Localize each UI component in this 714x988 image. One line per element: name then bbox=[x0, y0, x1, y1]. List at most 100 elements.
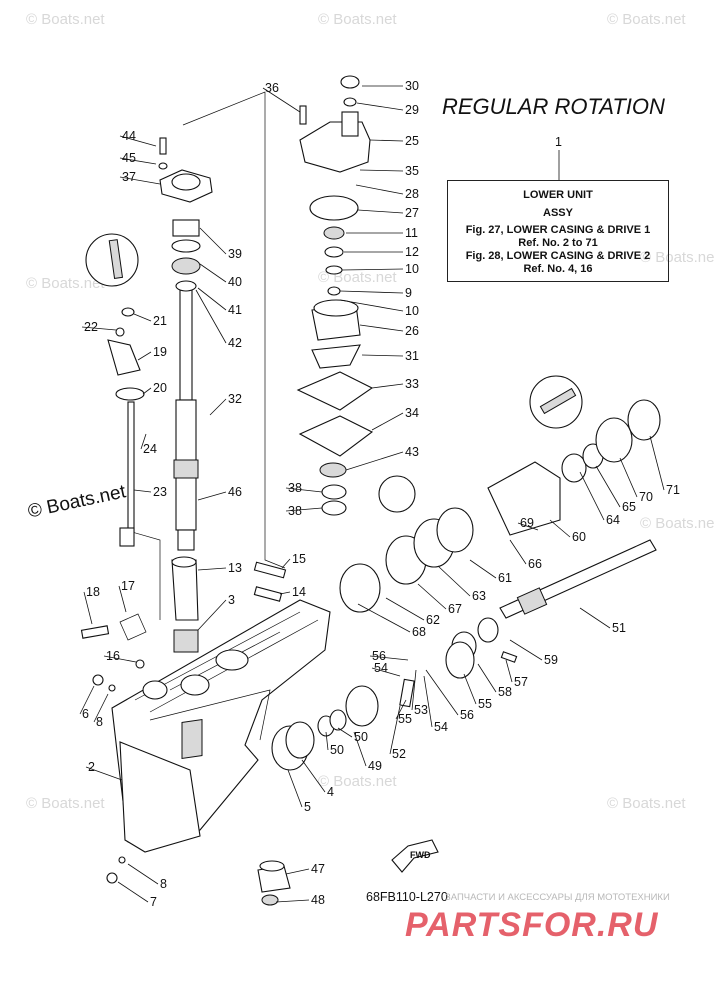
callout-61: 61 bbox=[498, 571, 512, 585]
leader-line-25 bbox=[369, 139, 404, 142]
callout-66: 66 bbox=[528, 557, 542, 571]
fwd-arrow: FWD bbox=[391, 839, 439, 873]
callout-3: 3 bbox=[228, 593, 235, 607]
leader-line-56 bbox=[369, 655, 409, 661]
callout-33: 33 bbox=[405, 377, 419, 391]
callout-55: 55 bbox=[478, 697, 492, 711]
drive-shaft bbox=[173, 289, 199, 551]
callout-11: 11 bbox=[405, 226, 418, 240]
callout-44: 44 bbox=[122, 129, 136, 143]
leader-line-42 bbox=[195, 289, 227, 344]
callout-19: 19 bbox=[153, 345, 167, 359]
pinion-gears bbox=[271, 641, 518, 771]
leader-line-64 bbox=[579, 471, 605, 521]
leader-lines bbox=[79, 85, 665, 903]
leader-line-59 bbox=[509, 639, 543, 661]
leader-line-32 bbox=[209, 398, 227, 416]
leader-line-19 bbox=[137, 351, 152, 361]
callout-24: 24 bbox=[143, 442, 157, 456]
leader-line-41 bbox=[197, 287, 227, 311]
leader-line-49 bbox=[353, 731, 367, 767]
callout-2: 2 bbox=[88, 760, 95, 774]
info-line-6: Ref. No. 4, 16 bbox=[523, 263, 593, 275]
leader-line-6 bbox=[79, 685, 95, 715]
callout-49: 49 bbox=[368, 759, 382, 773]
callout-27: 27 bbox=[405, 206, 419, 220]
leader-line-50 bbox=[325, 731, 329, 751]
leader-line-28 bbox=[355, 184, 404, 195]
keys bbox=[253, 561, 287, 602]
watermark-text: © Boats.net bbox=[640, 515, 714, 532]
shop-logo: PARTSFOR.RU bbox=[405, 906, 659, 944]
callout-22: 22 bbox=[84, 320, 98, 334]
leader-line-5 bbox=[287, 769, 303, 808]
callout-7: 7 bbox=[150, 895, 157, 909]
leader-line-13 bbox=[197, 567, 227, 571]
callout-39: 39 bbox=[228, 247, 242, 261]
detail-insets bbox=[85, 233, 583, 513]
leader-line-37 bbox=[119, 176, 161, 185]
callout-62: 62 bbox=[426, 613, 440, 627]
watermark-text: © Boats.net bbox=[607, 795, 686, 812]
watermark-text: © Boats.net bbox=[26, 11, 105, 28]
callout-45: 45 bbox=[122, 151, 136, 165]
info-line-4: Ref. No. 2 to 71 bbox=[518, 237, 598, 249]
callout-5: 5 bbox=[304, 800, 311, 814]
callout-67: 67 bbox=[448, 602, 462, 616]
callout-60: 60 bbox=[572, 530, 586, 544]
callout-12: 12 bbox=[405, 245, 419, 259]
leader-line-17 bbox=[118, 585, 127, 613]
callout-34: 34 bbox=[405, 406, 419, 420]
callout-28: 28 bbox=[405, 187, 419, 201]
leader-line-56 bbox=[425, 669, 459, 716]
callout-numbers: 3029253528271112109102631333443383836444… bbox=[82, 79, 680, 909]
leader-line-68 bbox=[357, 603, 411, 633]
callout-32: 32 bbox=[228, 392, 242, 406]
callout-64: 64 bbox=[606, 513, 620, 527]
leader-line-9 bbox=[339, 290, 404, 294]
leader-line-43 bbox=[345, 451, 404, 471]
group-bracket-line bbox=[124, 529, 161, 620]
leader-line-34 bbox=[371, 412, 404, 431]
leader-line-7 bbox=[117, 881, 149, 903]
callout-47: 47 bbox=[311, 862, 325, 876]
leader-line-33 bbox=[371, 383, 404, 389]
callout-14: 14 bbox=[292, 585, 306, 599]
callout-41: 41 bbox=[228, 303, 242, 317]
fasteners-left bbox=[80, 105, 307, 884]
propeller-shaft-assembly bbox=[339, 399, 661, 661]
leader-line-45 bbox=[119, 157, 157, 165]
leader-line-60 bbox=[549, 519, 571, 538]
shop-tagline: ЗАПЧАСТИ И АКСЕССУАРЫ ДЛЯ МОТОТЕХНИКИ bbox=[445, 892, 670, 903]
leader-line-65 bbox=[595, 465, 621, 508]
leader-line-53 bbox=[411, 669, 417, 711]
callout-51: 51 bbox=[612, 621, 626, 635]
leader-line-10 bbox=[339, 299, 404, 312]
leader-line-63 bbox=[437, 565, 471, 597]
shift-rod bbox=[107, 307, 145, 547]
watermark-text: © Boats.net bbox=[318, 773, 397, 790]
leader-line-50 bbox=[337, 727, 353, 738]
watermark-text: © Boats.net bbox=[26, 795, 105, 812]
leader-line-69 bbox=[517, 522, 539, 531]
callout-9: 9 bbox=[405, 286, 412, 300]
leader-line-2 bbox=[85, 766, 123, 781]
leader-line-39 bbox=[199, 227, 227, 255]
leader-line-20 bbox=[142, 387, 152, 395]
leader-line-70 bbox=[619, 457, 638, 498]
info-box: LOWER UNIT ASSY Fig. 27, LOWER CASING & … bbox=[447, 180, 669, 282]
callout-40: 40 bbox=[228, 275, 242, 289]
leader-line-31 bbox=[361, 354, 404, 357]
bottom-pinion bbox=[257, 860, 291, 906]
leader-line-27 bbox=[357, 209, 404, 214]
callout-35: 35 bbox=[405, 164, 419, 178]
callout-58: 58 bbox=[498, 685, 512, 699]
leader-line-44 bbox=[119, 135, 157, 147]
callout-54: 54 bbox=[434, 720, 448, 734]
leader-line-22 bbox=[81, 326, 117, 331]
info-line-3: Fig. 27, LOWER CASING & DRIVE 1 bbox=[465, 224, 651, 236]
leader-line-15 bbox=[281, 558, 291, 569]
callout-36: 36 bbox=[265, 81, 279, 95]
leader-line-48 bbox=[275, 899, 310, 903]
leader-line-21 bbox=[133, 313, 152, 322]
